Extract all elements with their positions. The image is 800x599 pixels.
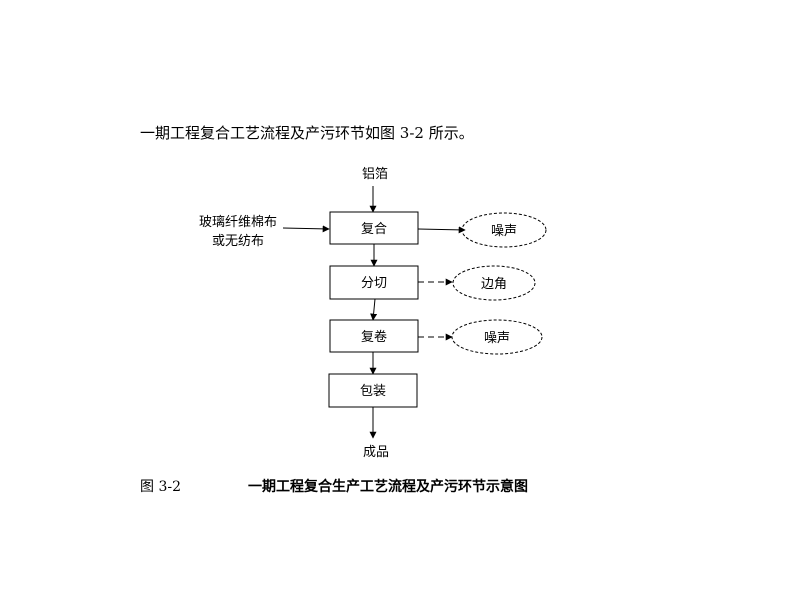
pollutant-noise-1-ellipse [461,212,547,248]
step-composite-box [329,211,419,245]
arrow-slitting-to-rewinding [370,298,378,321]
step-rewinding-label: 复卷 [361,329,387,345]
step-packaging-label: 包装 [360,384,386,399]
arrow-fiberglass-to-composite [282,225,330,233]
input-fiberglass-label-line2: 或无纺布 [212,234,264,249]
pollutant-trim-label: 边角 [481,277,507,292]
input-fiberglass-label-line1: 玻璃纤维棉布 [199,215,277,230]
figure-caption: 图 3-2 一期工程复合生产工艺流程及产污环节示意图 [140,476,528,496]
pollutant-noise-1-label: 噪声 [491,224,517,239]
pollutant-noise-2-label: 噪声 [484,331,510,346]
step-packaging-box [328,373,418,408]
output-product-label: 成品 [363,445,389,460]
intro-text: 一期工程复合工艺流程及产污环节如图 3-2 所示。 [140,124,474,142]
figure-title: 一期工程复合生产工艺流程及产污环节示意图 [248,479,528,495]
step-slitting-box [329,265,419,300]
arrow-composite-to-noise [417,226,466,234]
step-rewinding-box [329,319,419,353]
step-composite-label: 复合 [361,222,387,237]
pollutant-noise-2-ellipse [451,319,543,355]
pollutant-trim-ellipse [452,265,536,301]
step-slitting-label: 分切 [361,276,387,291]
input-aluminum-foil-label: 铝箔 [362,166,388,182]
figure-number: 图 3-2 [140,479,181,495]
